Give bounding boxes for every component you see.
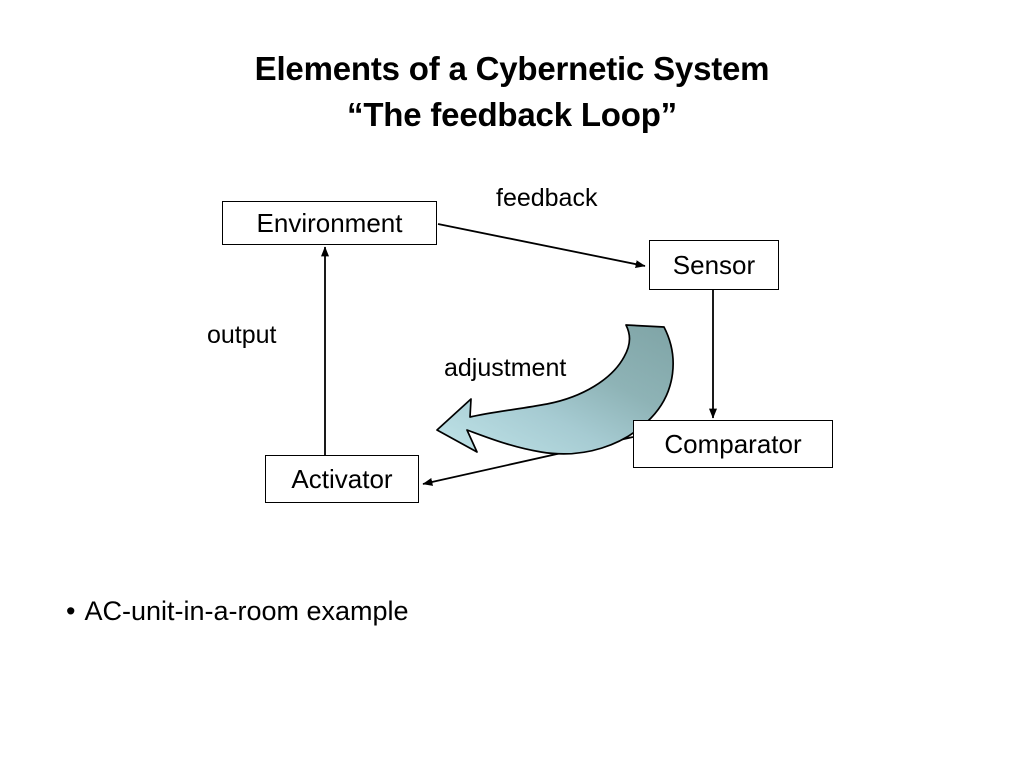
edge-label-adjustment: adjustment [444,354,567,382]
node-sensor[interactable]: Sensor [649,240,779,290]
bullet-text: AC-unit-in-a-room example [84,596,409,626]
adjustment-block-arrow [436,324,674,455]
edge-environment-to-sensor [437,223,646,269]
bullet-item: • AC-unit-in-a-room example [66,594,409,628]
node-comparator-label: Comparator [664,429,802,459]
page-title: Elements of a Cybernetic System “The fee… [0,46,1024,138]
node-environment-label: Environment [256,208,403,238]
node-activator[interactable]: Activator [265,455,419,503]
node-sensor-label: Sensor [672,250,756,280]
edge-label-output: output [207,321,277,349]
edge-label-feedback: feedback [496,184,598,212]
node-activator-label: Activator [291,464,393,494]
node-comparator[interactable]: Comparator [633,420,833,468]
title-line-2: “The feedback Loop” [347,96,677,133]
node-environment[interactable]: Environment [222,201,437,245]
title-line-1: Elements of a Cybernetic System [254,50,770,87]
bullet-marker-icon: • [66,596,76,626]
